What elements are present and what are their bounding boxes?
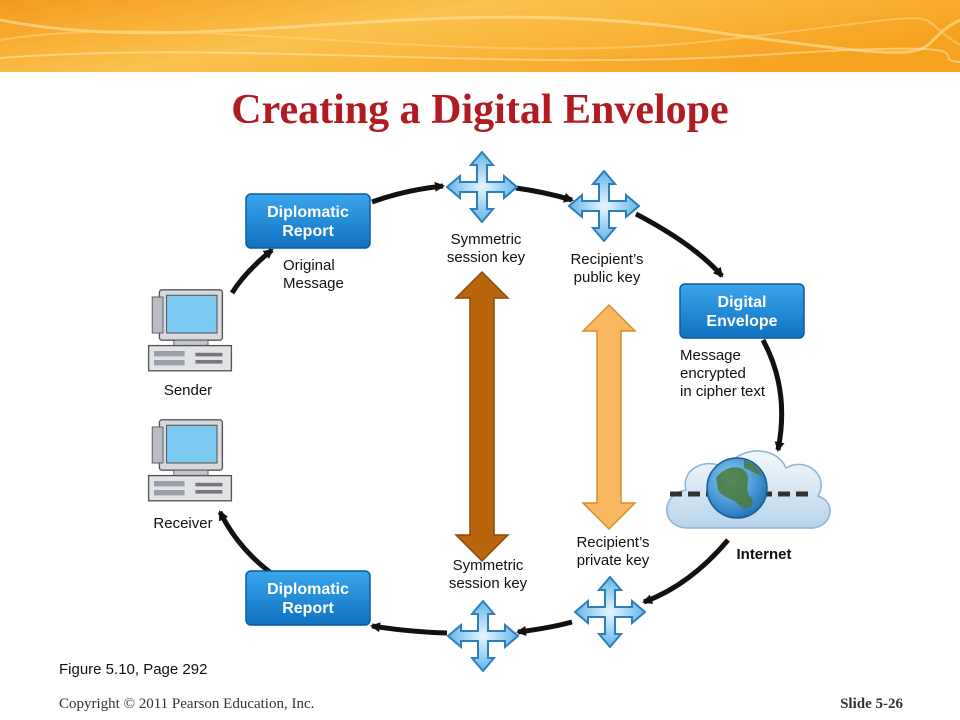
symmetric-key-bottom-icon — [447, 600, 519, 672]
receiver-computer-icon — [147, 419, 233, 502]
diplomatic-report-bottom-box: Diplomatic Report — [245, 570, 371, 626]
original-message-label-2: Message — [283, 275, 344, 292]
public-key-icon — [568, 170, 640, 242]
figure-caption: Figure 5.10, Page 292 — [59, 661, 208, 678]
encrypted-label-3: in cipher text — [680, 383, 766, 400]
slide-number: Slide 5-26 — [840, 696, 903, 712]
symmetric-key-bottom-label-2: session key — [449, 575, 528, 592]
private-key-label-2: private key — [577, 552, 650, 569]
sender-computer-icon — [147, 289, 233, 372]
receiver-label: Receiver — [153, 515, 212, 532]
symmetric-key-bottom-label-1: Symmetric — [453, 557, 524, 574]
envelope-line2: Envelope — [706, 313, 777, 330]
sender-label: Sender — [164, 382, 212, 399]
digital-envelope-box: Digital Envelope — [679, 283, 805, 339]
envelope-line1: Digital — [718, 294, 767, 311]
encrypted-label-1: Message — [680, 347, 741, 364]
private-key-icon — [574, 576, 646, 648]
copyright-notice: Copyright © 2011 Pearson Education, Inc. — [59, 696, 315, 712]
asymmetric-key-double-arrow — [581, 303, 637, 531]
original-message-label-1: Original — [283, 257, 335, 274]
private-key-label-1: Recipient’s — [576, 534, 649, 551]
public-key-label-1: Recipient’s — [570, 251, 643, 268]
symmetric-key-double-arrow — [454, 270, 510, 563]
header-banner — [0, 0, 960, 72]
flow-arrows — [217, 181, 785, 636]
slide-title: Creating a Digital Envelope — [231, 87, 729, 133]
bottom-report-line1: Diplomatic — [267, 581, 349, 598]
internet-label: Internet — [736, 546, 791, 563]
symmetric-key-top-label-1: Symmetric — [451, 231, 522, 248]
diplomatic-report-top-box: Diplomatic Report — [245, 193, 371, 249]
public-key-label-2: public key — [574, 269, 641, 286]
symmetric-key-top-label-2: session key — [447, 249, 526, 266]
bottom-report-line2: Report — [282, 600, 334, 617]
top-report-line1: Diplomatic — [267, 204, 349, 221]
top-report-line2: Report — [282, 223, 334, 240]
encrypted-label-2: encrypted — [680, 365, 746, 382]
symmetric-key-top-icon — [446, 151, 518, 223]
globe-icon — [706, 457, 768, 519]
